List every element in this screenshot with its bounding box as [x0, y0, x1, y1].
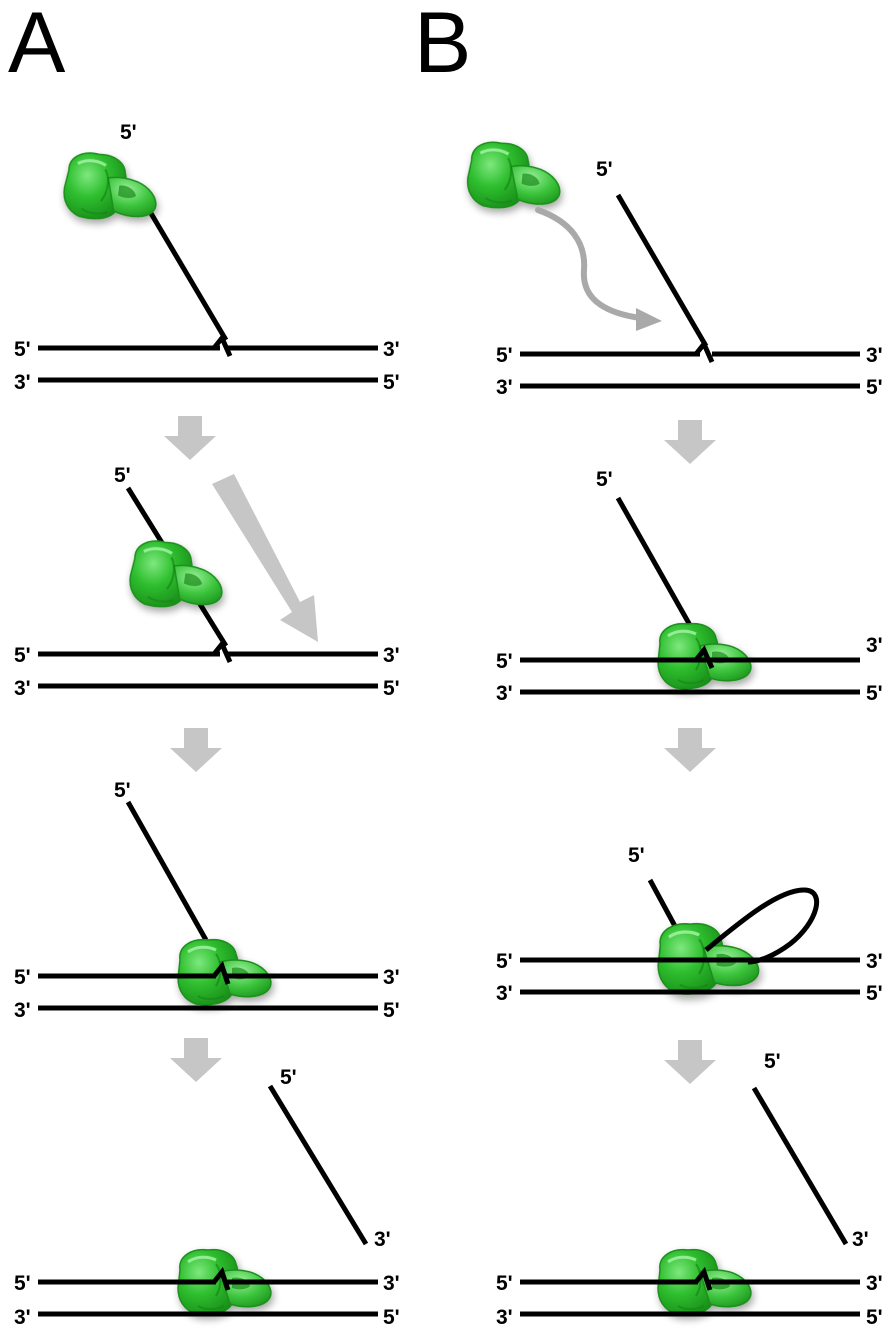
top-5prime-label: 5' [496, 950, 513, 973]
panel-a-step-4: 5' 3' 5' 3' 3' 5' [14, 1066, 400, 1328]
released-5prime-label: 5' [764, 1050, 781, 1073]
bottom-5prime-label: 5' [866, 376, 883, 399]
bottom-3prime-label: 3' [496, 376, 513, 399]
down-arrow-icon [664, 420, 716, 464]
flap-junction [694, 645, 715, 670]
bottom-5prime-label: 5' [383, 677, 400, 700]
flap-5prime-label: 5' [114, 779, 131, 802]
top-5prime-label: 5' [14, 338, 31, 361]
panel-b-step-2: 5' 5' 3' 3' 5' [496, 468, 883, 705]
panel-b-label: B [414, 0, 471, 91]
down-arrow-icon [170, 728, 222, 772]
top-3prime-label: 3' [383, 338, 400, 361]
top-3prime-label: 3' [866, 344, 883, 367]
top-3prime-label: 3' [383, 644, 400, 667]
down-arrow-icon [664, 728, 716, 772]
panel-a-step-1: 5' 5' 3' 3' 5' [14, 121, 400, 394]
curved-arrow-head-icon [636, 308, 662, 331]
down-arrow-icon [664, 1040, 716, 1084]
looped-strand [704, 887, 820, 965]
top-5prime-label: 5' [496, 1272, 513, 1295]
panel-a-step-3: 5' 5' 3' 3' 5' [14, 779, 400, 1022]
down-arrow-icon [170, 1038, 222, 1082]
bottom-3prime-label: 3' [496, 682, 513, 705]
curved-path-arrow [535, 207, 643, 321]
top-5prime-label: 5' [14, 644, 31, 667]
bottom-5prime-label: 5' [866, 682, 883, 705]
panel-b-step-4: 5' 3' 5' 3' 3' 5' [496, 1050, 883, 1328]
released-flap [751, 1086, 849, 1246]
top-5prime-label: 5' [14, 1272, 31, 1295]
flap-5prime-label: 5' [628, 844, 645, 867]
bottom-5prime-label: 5' [866, 982, 883, 1005]
top-5prime-label: 5' [496, 650, 513, 673]
top-3prime-label: 3' [866, 634, 883, 657]
panel-a-label: A [8, 0, 66, 91]
bottom-3prime-label: 3' [496, 1306, 513, 1328]
down-arrow-icon [164, 416, 216, 460]
bottom-3prime-label: 3' [14, 371, 31, 394]
flap-junction [212, 333, 233, 358]
green-nuclease-icon [61, 150, 162, 227]
bottom-5prime-label: 5' [383, 999, 400, 1022]
top-3prime-label: 3' [383, 1272, 400, 1295]
panel-a-step-2: 5' 5' 3' 3' 5' [14, 464, 400, 700]
flap-junction [212, 639, 233, 664]
flap-strand [615, 193, 709, 348]
released-5prime-label: 5' [280, 1066, 297, 1089]
big-diagonal-arrow-icon [212, 474, 318, 642]
top-3prime-label: 3' [866, 950, 883, 973]
nick-junction [212, 1266, 231, 1291]
bottom-5prime-label: 5' [383, 371, 400, 394]
bottom-3prime-label: 3' [14, 1306, 31, 1328]
top-3prime-label: 3' [383, 966, 400, 989]
flap-strand [125, 800, 209, 942]
green-nuclease-icon [465, 140, 564, 214]
bottom-3prime-label: 3' [14, 677, 31, 700]
released-flap [267, 1084, 369, 1246]
released-3prime-label: 3' [374, 1228, 391, 1251]
top-5prime-label: 5' [14, 966, 31, 989]
bottom-3prime-label: 3' [496, 982, 513, 1005]
panel-b-step-1: 5' 5' 3' 3' 5' [465, 140, 883, 399]
panel-b-step-3: 5' 5' 3' 3' 5' [496, 844, 883, 1005]
nick-junction [694, 1266, 713, 1291]
top-3prime-label: 3' [866, 1272, 883, 1295]
released-3prime-label: 3' [852, 1228, 869, 1251]
nick-junction [212, 960, 231, 985]
flap-5prime-label: 5' [114, 464, 131, 487]
bottom-5prime-label: 5' [383, 1306, 400, 1328]
flap-junction [694, 339, 715, 364]
flap-5prime-label: 5' [596, 468, 613, 491]
flap-5prime-label: 5' [120, 121, 137, 144]
bottom-5prime-label: 5' [866, 1306, 883, 1328]
flap-5prime-label: 5' [596, 158, 613, 181]
top-5prime-label: 5' [496, 344, 513, 367]
bottom-3prime-label: 3' [14, 999, 31, 1022]
green-nuclease-icon [127, 538, 228, 615]
flap-strand [647, 878, 679, 930]
